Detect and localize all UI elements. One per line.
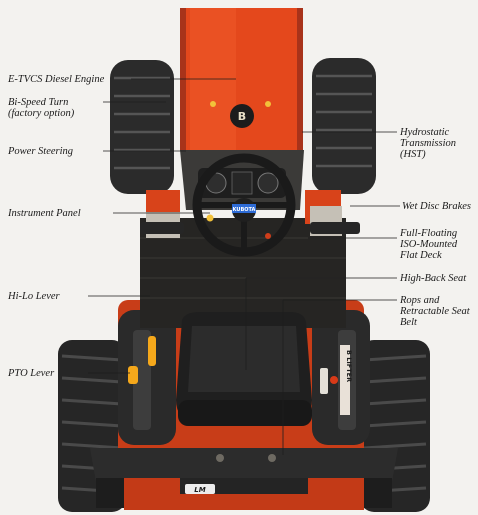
hood-badge-icon bbox=[230, 104, 254, 128]
callout-instrument-panel: Instrument Panel bbox=[8, 208, 81, 219]
front-left-tire bbox=[110, 60, 174, 194]
fender-logo: B LIFTER bbox=[345, 350, 353, 382]
callout-hst: Hydrostatic Transmission (HST) bbox=[400, 127, 457, 160]
pto-lever bbox=[128, 366, 138, 384]
deck-logo: LM bbox=[194, 486, 205, 494]
hood-badge: B bbox=[238, 110, 246, 123]
callout-pto-lever: PTO Lever bbox=[8, 368, 55, 379]
leader-lines bbox=[88, 78, 400, 455]
seat bbox=[176, 312, 312, 426]
callout-high-back-seat: High-Back Seat bbox=[400, 273, 467, 284]
callout-flat-deck: Full-Floating ISO-Mounted Flat Deck bbox=[400, 228, 458, 261]
callout-hi-lo-lever: Hi-Lo Lever bbox=[8, 291, 60, 302]
callout-power-steering: Power Steering bbox=[8, 146, 74, 157]
callout-engine: E-TVCS Diesel Engine bbox=[8, 74, 105, 85]
hi-lo-lever bbox=[148, 336, 156, 366]
front-right-tire bbox=[312, 58, 376, 194]
rear-bumper bbox=[90, 448, 398, 482]
dash-badge: KUBOTA bbox=[233, 207, 256, 213]
steering-wheel: KUBOTA bbox=[192, 153, 296, 257]
callout-rops: Rops and Retractable Seat Belt bbox=[400, 295, 470, 328]
callout-bi-speed-turn: Bi-Speed Turn (factory option) bbox=[8, 97, 75, 119]
callout-wet-disc-brakes: Wet Disc Brakes bbox=[402, 201, 472, 212]
